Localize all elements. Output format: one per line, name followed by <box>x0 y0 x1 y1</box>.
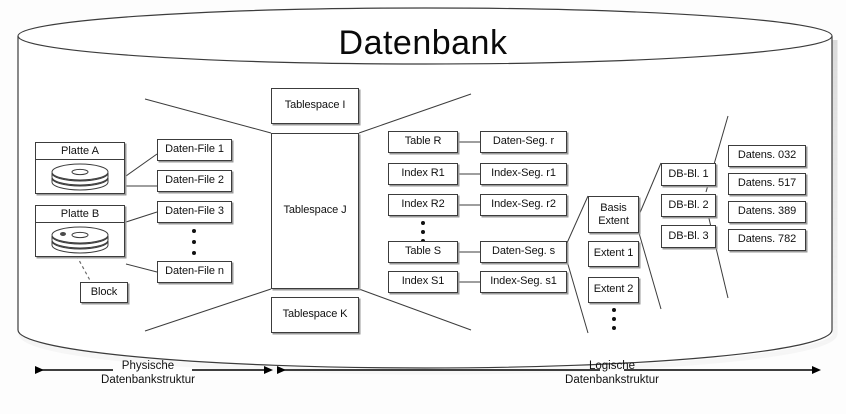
segment-box-index-r1[interactable]: Index-Seg. r1 <box>480 163 567 185</box>
object-box-table-s[interactable]: Table S <box>388 241 458 263</box>
scope-label-logical: Logische Datenbankstruktur <box>537 359 687 388</box>
disk-platte-b-label: Platte B <box>36 206 124 223</box>
record-box-782[interactable]: Datens. 782 <box>728 229 806 251</box>
extent-box-2[interactable]: Extent 2 <box>588 277 639 303</box>
connector-group-files-to-tablespaces <box>144 98 272 332</box>
tablespace-box-j[interactable]: Tablespace J <box>271 133 359 289</box>
record-box-389[interactable]: Datens. 389 <box>728 201 806 223</box>
datafile-box-n[interactable]: Daten-File n <box>157 261 232 283</box>
segment-box-daten-s[interactable]: Daten-Seg. s <box>480 241 567 263</box>
tablespace-box-k[interactable]: Tablespace K <box>271 297 359 333</box>
extent-basis-line1: Basis <box>600 202 627 215</box>
object-box-index-r1[interactable]: Index R1 <box>388 163 458 185</box>
scope-label-physical: Physische Datenbankstruktur <box>73 359 223 388</box>
datafile-box-1[interactable]: Daten-File 1 <box>157 139 232 161</box>
connector-group-objects-to-segments <box>458 141 480 283</box>
connector-group-tablespace-to-objects <box>358 93 472 331</box>
scope-label-logical-line1: Logische <box>588 360 636 372</box>
object-box-table-r[interactable]: Table R <box>388 131 458 153</box>
object-ellipsis <box>420 221 426 243</box>
record-box-517[interactable]: Datens. 517 <box>728 173 806 195</box>
block-box[interactable]: Block <box>80 282 128 303</box>
scope-label-physical-line1: Physische <box>121 360 175 372</box>
segment-box-index-r2[interactable]: Index-Seg. r2 <box>480 194 567 216</box>
connector-group-disks-to-files <box>125 153 158 273</box>
segment-box-index-s1[interactable]: Index-Seg. s1 <box>480 271 567 293</box>
disk-platte-b[interactable]: Platte B <box>35 205 125 257</box>
cylinder-shadow <box>18 40 838 375</box>
disk-platte-a[interactable]: Platte A <box>35 142 125 194</box>
disk-platter-icon <box>36 160 124 194</box>
datafile-ellipsis <box>191 229 197 255</box>
datafile-box-2[interactable]: Daten-File 2 <box>157 170 232 192</box>
segment-box-daten-r[interactable]: Daten-Seg. r <box>480 131 567 153</box>
datafile-box-3[interactable]: Daten-File 3 <box>157 201 232 223</box>
extent-box-1[interactable]: Extent 1 <box>588 241 639 267</box>
tablespace-box-i[interactable]: Tablespace I <box>271 88 359 124</box>
connector-group-segments-to-extents <box>566 195 589 334</box>
dbblock-box-3[interactable]: DB-Bl. 3 <box>661 225 716 248</box>
record-box-032[interactable]: Datens. 032 <box>728 145 806 167</box>
disk-platter-icon <box>36 223 124 257</box>
disk-platte-a-label: Platte A <box>36 143 124 160</box>
object-box-index-s1[interactable]: Index S1 <box>388 271 458 293</box>
scope-label-logical-line2: Datenbankstruktur <box>565 374 659 387</box>
extent-ellipsis <box>611 308 617 330</box>
scope-label-physical-line2: Datenbankstruktur <box>101 374 195 387</box>
connector-group-extents-to-blocks <box>638 162 662 310</box>
dbblock-box-1[interactable]: DB-Bl. 1 <box>661 163 716 186</box>
object-box-index-r2[interactable]: Index R2 <box>388 194 458 216</box>
page-title: Datenbank <box>338 24 508 62</box>
extent-box-basis[interactable]: Basis Extent <box>588 196 639 233</box>
extent-basis-line2: Extent <box>598 214 629 227</box>
dbblock-box-2[interactable]: DB-Bl. 2 <box>661 194 716 217</box>
